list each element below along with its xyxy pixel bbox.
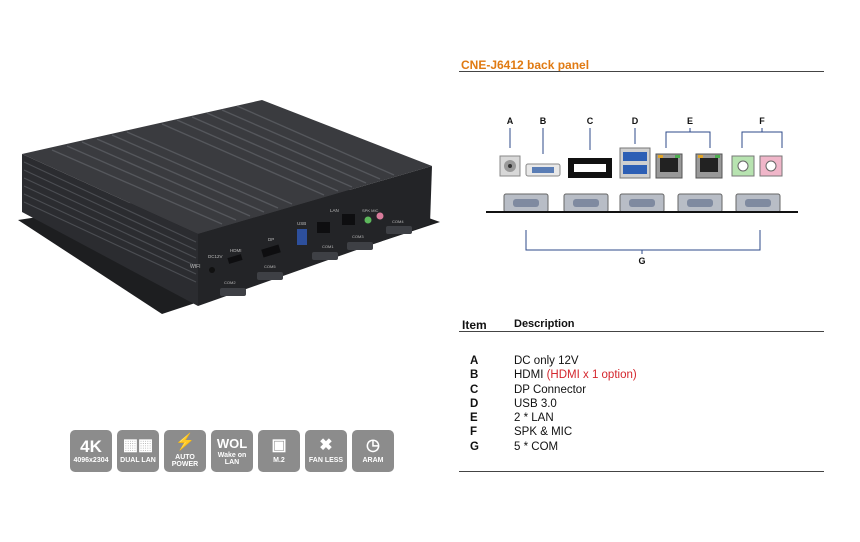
photo-label-com4: COM4	[392, 219, 404, 224]
port-letter-e: E	[686, 116, 694, 126]
lan-port-icon	[655, 153, 723, 179]
badge-4k-title: 4K	[80, 437, 102, 456]
table-body: A DC only 12V B HDMI (HDMI x 1 option) C…	[470, 355, 637, 455]
table-row: A DC only 12V	[470, 355, 637, 369]
table-footer-divider	[459, 471, 824, 472]
row-item: G	[470, 440, 479, 453]
table-row: E 2 * LAN	[470, 412, 637, 426]
photo-label-lan: LAN	[330, 208, 339, 213]
photo-label-audio: SPK MIC	[362, 208, 379, 213]
panel-title: CNE-J6412 back panel	[461, 58, 590, 72]
back-panel-ports	[486, 128, 798, 254]
dc-jack-icon	[499, 155, 521, 177]
port-letter-b: B	[539, 116, 547, 126]
photo-label-dc: DC12V	[208, 254, 223, 259]
badge-wol: WOL Wake on LAN	[211, 430, 253, 472]
alarm-clock-icon: ◷	[366, 437, 380, 454]
table-row: F SPK & MIC	[470, 426, 637, 440]
row-item: C	[470, 383, 479, 396]
usb-port-icon	[619, 147, 651, 179]
badge-dual-lan-caption: DUAL LAN	[120, 457, 156, 464]
row-option-note: (HDMI x 1 option)	[546, 369, 637, 382]
photo-label-com1: COM1	[322, 244, 334, 249]
m2-icon: ▣	[271, 437, 287, 454]
feature-badges: 4K 4096x2304 ▦▦ DUAL LAN ⚡ AUTO POWER WO…	[70, 430, 394, 472]
badge-alarm-caption: ARAM	[362, 457, 384, 464]
row-description: 2 * LAN	[514, 412, 554, 425]
row-item: B	[470, 369, 479, 382]
plug-icon: ⚡	[175, 433, 195, 451]
photo-label-dp: DP	[268, 237, 274, 242]
badge-4k-caption: 4096x2304	[73, 457, 109, 464]
row-item: F	[470, 426, 478, 439]
audio-jack-icon	[731, 155, 783, 177]
badge-alarm: ◷ ARAM	[352, 430, 394, 472]
displayport-icon	[568, 158, 612, 178]
photo-label-usb: USB	[297, 221, 306, 226]
row-description: HDMI	[514, 369, 547, 382]
row-description: 5 * COM	[514, 440, 559, 453]
photo-label-com2: COM2	[224, 280, 236, 285]
badge-m2: ▣ M.2	[258, 430, 300, 472]
port-letter-f: F	[759, 116, 765, 126]
row-item: E	[470, 412, 478, 425]
row-item: D	[470, 397, 479, 410]
port-letter-c: C	[586, 116, 594, 126]
back-panel-diagram: A B C D E F G	[480, 112, 810, 272]
badge-fanless-caption: FAN LESS	[308, 457, 344, 464]
no-fan-icon: ✖	[319, 437, 333, 454]
lan-icon: ▦▦	[122, 437, 154, 454]
row-description: USB 3.0	[514, 397, 557, 410]
product-photo: WIFI DC12V HDMI DP USB LAN SPK MIC COM1 …	[18, 100, 440, 314]
table-header-item: Item	[462, 318, 487, 332]
table-row: G 5 * COM	[470, 441, 637, 455]
badge-m2-caption: M.2	[273, 457, 285, 464]
badge-4k: 4K 4096x2304	[70, 430, 112, 472]
badge-auto-power: ⚡ AUTO POWER	[164, 430, 206, 472]
title-divider	[459, 71, 824, 72]
badge-fanless: ✖ FAN LESS	[305, 430, 347, 472]
photo-label-hdmi: HDMI	[230, 248, 242, 253]
row-description: DP Connector	[514, 383, 587, 396]
port-letter-g: G	[638, 256, 646, 266]
photo-label-com3: COM3	[352, 234, 364, 239]
table-row: C DP Connector	[470, 384, 637, 398]
badge-wol-caption: Wake on LAN	[217, 451, 247, 466]
port-letter-a: A	[506, 116, 514, 126]
badge-wol-title: WOL	[216, 435, 248, 451]
row-item: A	[470, 355, 479, 367]
row-description: SPK & MIC	[514, 426, 573, 439]
port-letter-d: D	[631, 116, 639, 126]
hdmi-port-icon	[525, 163, 561, 177]
photo-label-wifi: WIFI	[190, 264, 201, 270]
photo-label-com5: COM5	[264, 264, 276, 269]
badge-dual-lan: ▦▦ DUAL LAN	[117, 430, 159, 472]
row-description: DC only 12V	[514, 355, 579, 367]
table-row: D USB 3.0	[470, 398, 637, 412]
table-header-divider	[459, 331, 824, 332]
table-row: B HDMI (HDMI x 1 option)	[470, 369, 637, 383]
badge-auto-power-caption: AUTO POWER	[171, 453, 199, 468]
table-header-description: Description	[514, 318, 575, 330]
